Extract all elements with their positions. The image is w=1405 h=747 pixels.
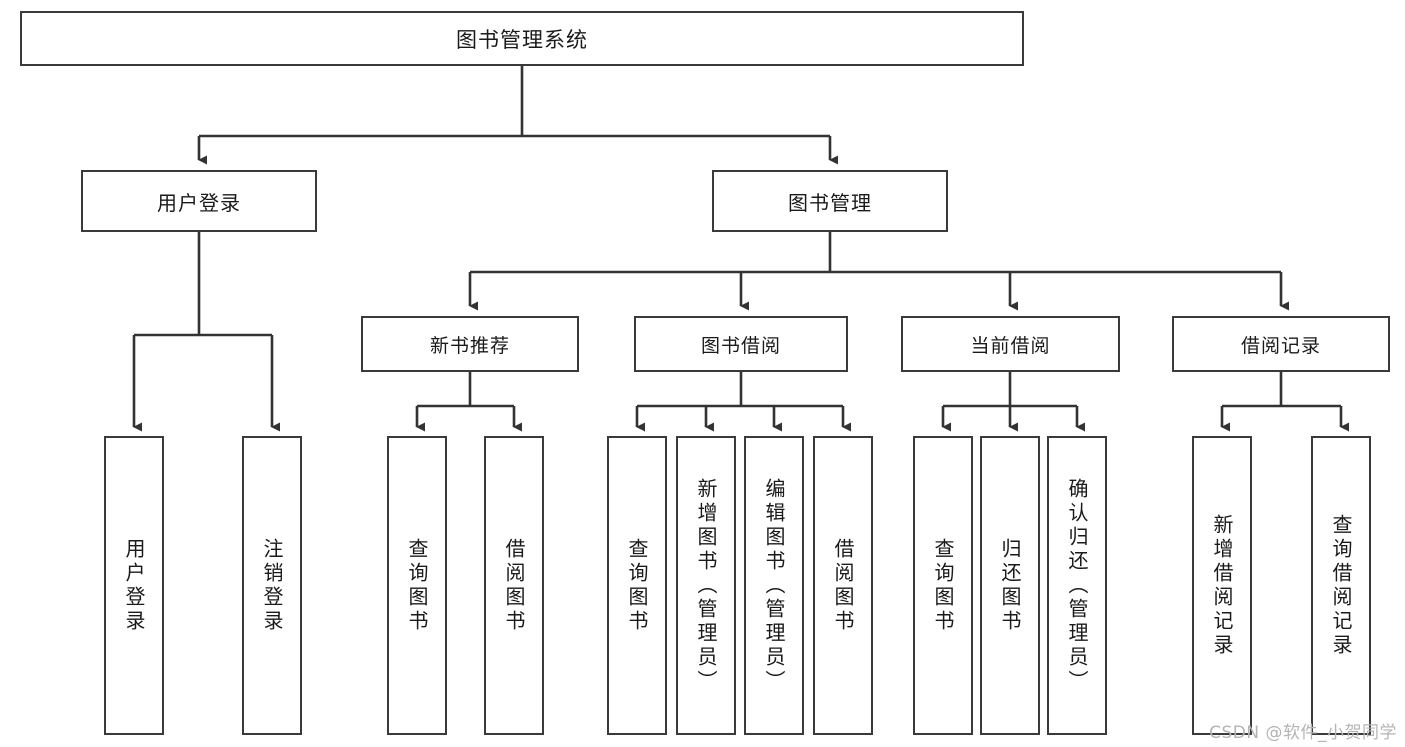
node-user-login[interactable]: 用户登录	[81, 170, 317, 232]
node-borrow-record[interactable]: 借阅记录	[1172, 316, 1390, 372]
node-label: 当前借阅	[970, 334, 1051, 357]
node-book-borrow[interactable]: 图书借阅	[634, 316, 848, 372]
leaf-borrow-borrow-book[interactable]: 借阅图书	[813, 436, 873, 735]
leaf-user-login-signout[interactable]: 注销登录	[242, 436, 302, 735]
node-root-book-management-system[interactable]: 图书管理系统	[20, 11, 1024, 66]
leaf-label: 查询图书	[625, 537, 649, 634]
leaf-new-book-query-book[interactable]: 查询图书	[387, 436, 447, 735]
node-book-management[interactable]: 图书管理	[712, 170, 948, 232]
leaf-label: 编辑图书（管理员）	[762, 477, 786, 694]
node-label: 借阅记录	[1240, 334, 1321, 357]
leaf-label: 借阅图书	[502, 537, 526, 634]
leaf-record-add-borrow-record[interactable]: 新增借阅记录	[1192, 436, 1252, 735]
node-label: 用户登录	[157, 190, 241, 215]
leaf-record-query-borrow-record[interactable]: 查询借阅记录	[1311, 436, 1371, 735]
leaf-current-query-book[interactable]: 查询图书	[913, 436, 973, 735]
node-label: 图书管理系统	[456, 27, 588, 52]
leaf-label: 新增借阅记录	[1210, 513, 1234, 658]
leaf-label: 借阅图书	[831, 537, 855, 634]
leaf-user-login-signin[interactable]: 用户登录	[104, 436, 164, 735]
leaf-label: 查询图书	[405, 537, 429, 634]
leaf-label: 确认归还（管理员）	[1065, 477, 1089, 694]
leaf-label: 查询图书	[931, 537, 955, 634]
node-label: 图书借阅	[700, 334, 781, 357]
leaf-borrow-query-book[interactable]: 查询图书	[607, 436, 667, 735]
leaf-new-book-borrow-book[interactable]: 借阅图书	[484, 436, 544, 735]
leaf-label: 注销登录	[260, 537, 284, 634]
node-current-borrow[interactable]: 当前借阅	[901, 316, 1120, 372]
leaf-current-return-book[interactable]: 归还图书	[980, 436, 1040, 735]
leaf-label: 查询借阅记录	[1329, 513, 1353, 658]
leaf-current-confirm-return-admin[interactable]: 确认归还（管理员）	[1047, 436, 1107, 735]
leaf-label: 新增图书（管理员）	[694, 477, 718, 694]
leaf-label: 用户登录	[122, 537, 146, 634]
node-label: 新书推荐	[429, 334, 510, 357]
leaf-label: 归还图书	[998, 537, 1022, 634]
node-new-book-recommend[interactable]: 新书推荐	[361, 316, 579, 372]
csdn-watermark: CSDN @软件_小贺同学	[1209, 723, 1397, 743]
node-label: 图书管理	[788, 190, 872, 215]
leaf-borrow-add-book-admin[interactable]: 新增图书（管理员）	[676, 436, 736, 735]
leaf-borrow-edit-book-admin[interactable]: 编辑图书（管理员）	[744, 436, 804, 735]
